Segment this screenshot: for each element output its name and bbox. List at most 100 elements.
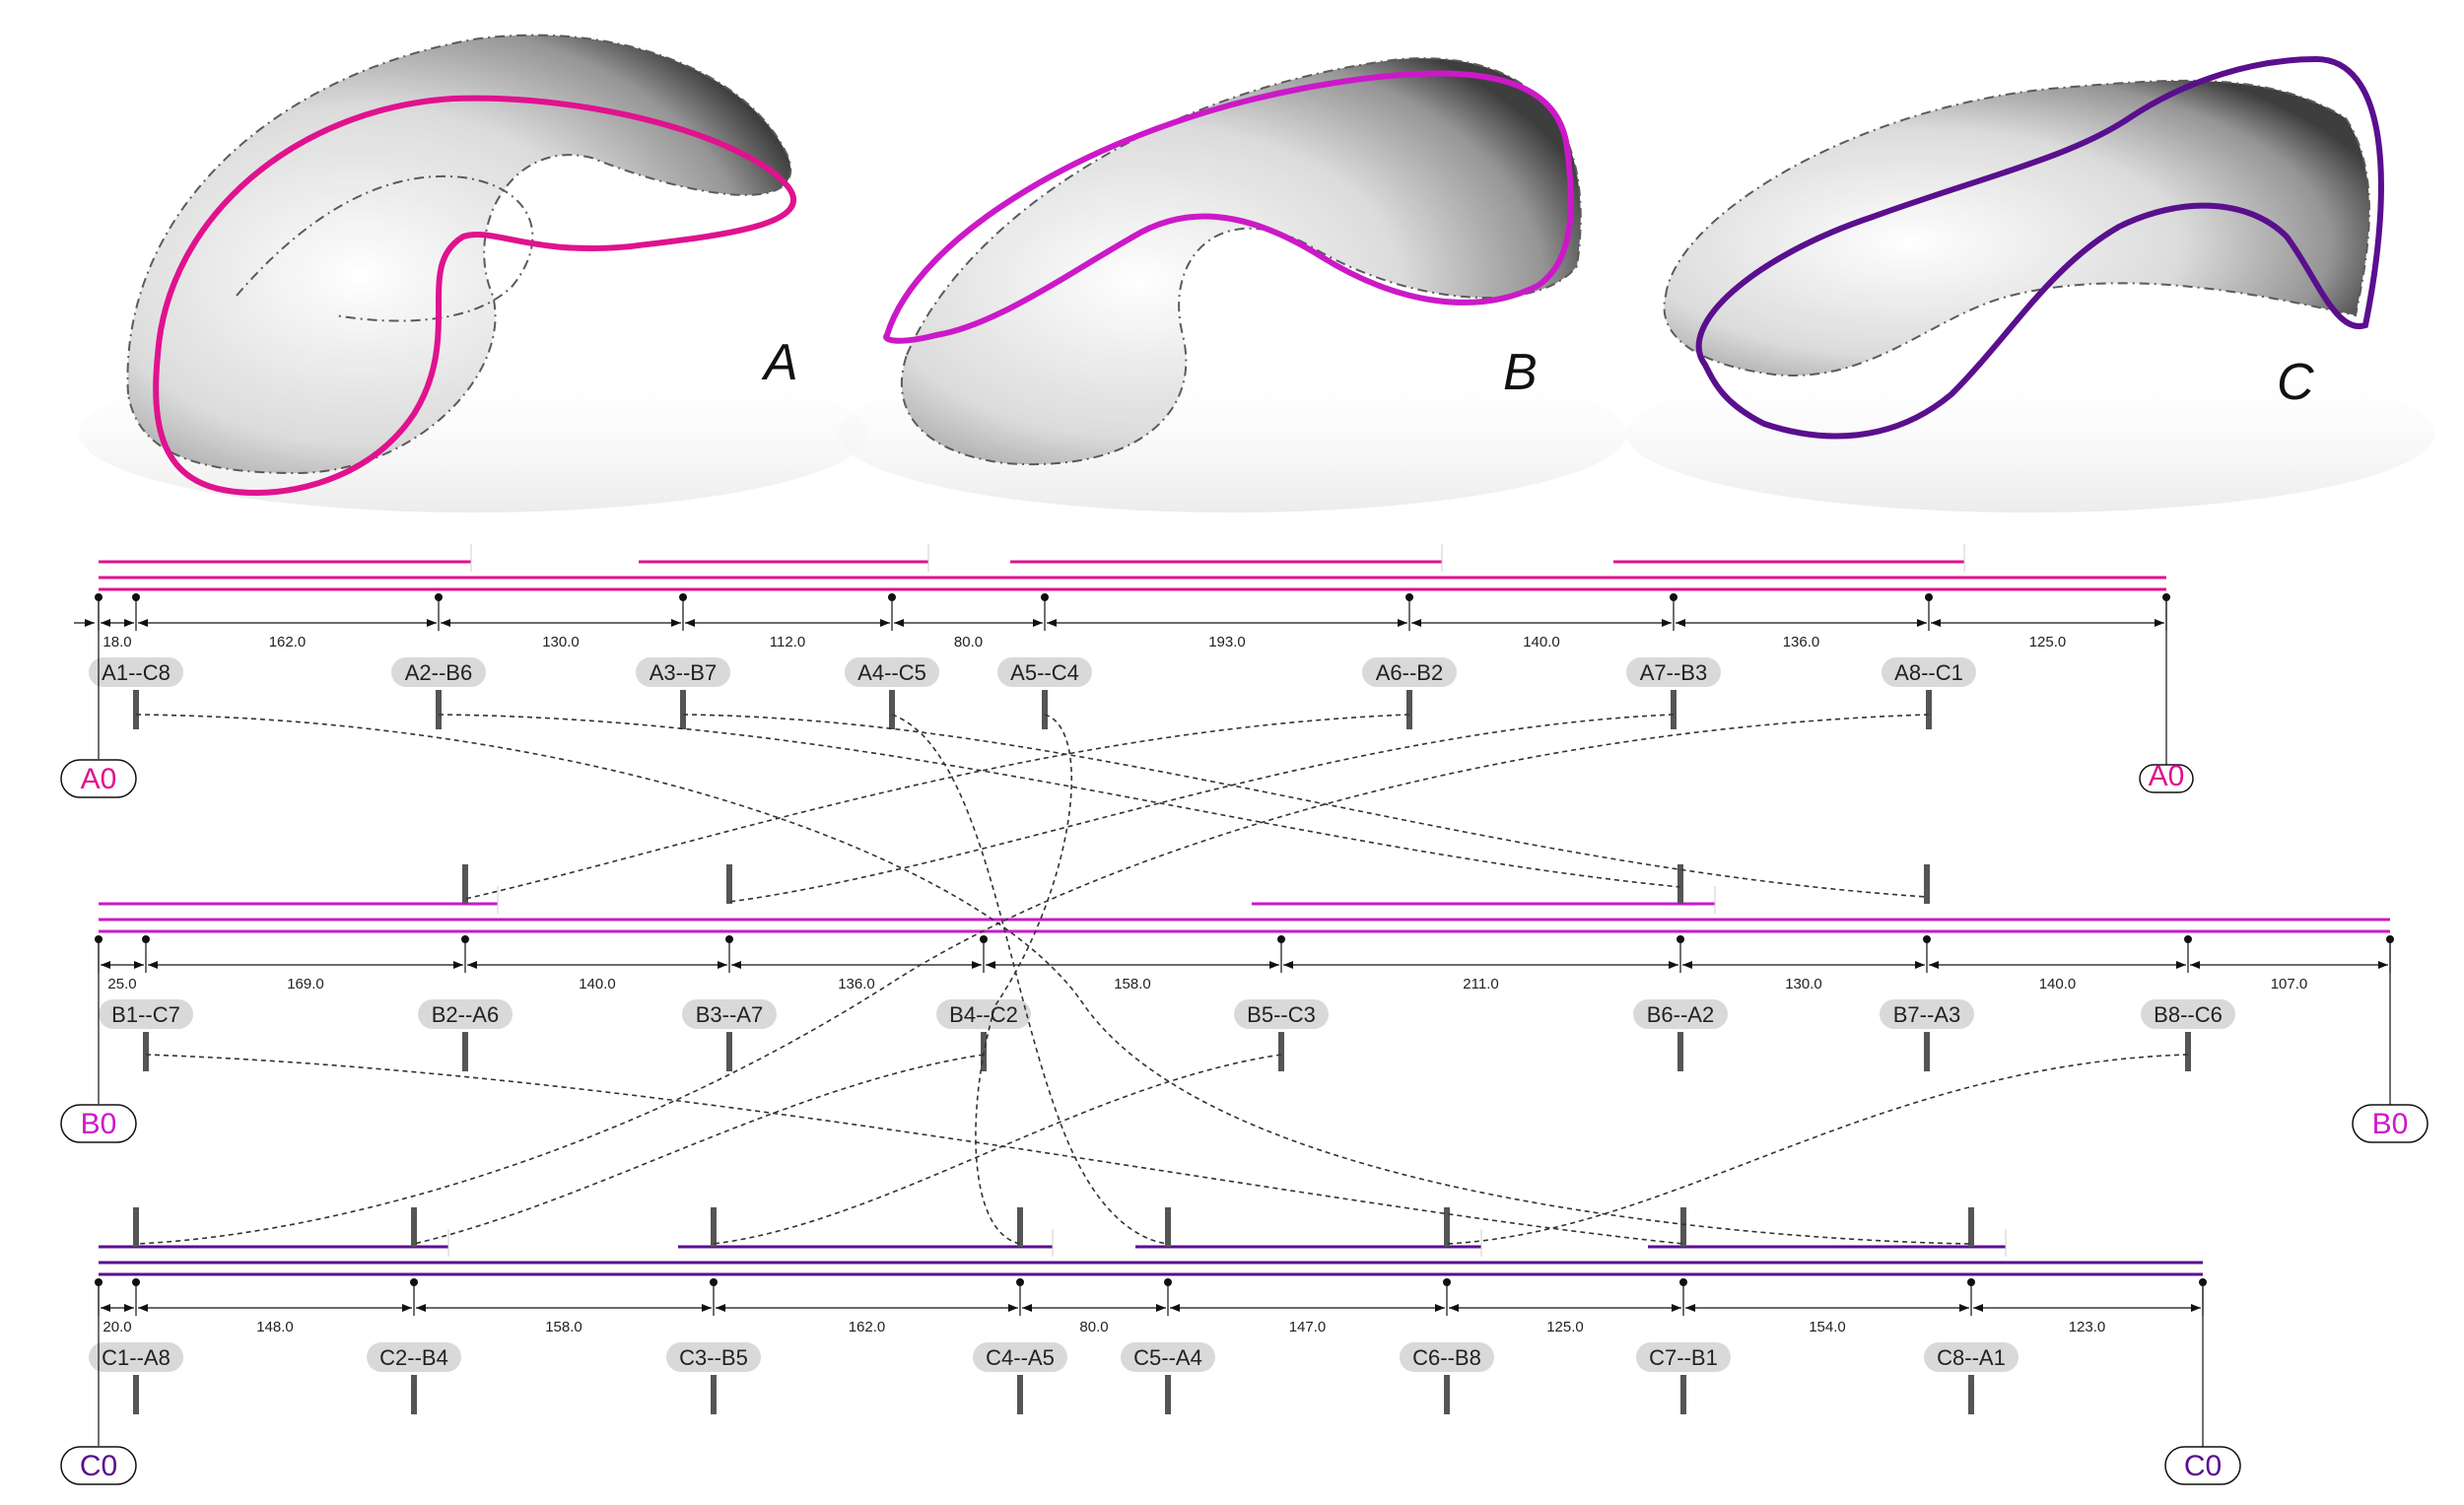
connection-b5-c3 xyxy=(713,1054,1282,1245)
strip-b-tag-2: B2--A6 xyxy=(432,1002,499,1027)
strip-b-dimension-2: 169.0 xyxy=(287,976,324,992)
model-b-shell-surface xyxy=(901,57,1582,466)
model-renderings: A B C xyxy=(79,34,2434,513)
model-b-label: B xyxy=(1503,344,1538,401)
strip-c-tag-5: C5--A4 xyxy=(1133,1345,1202,1370)
strip-a-origin-left: A0 xyxy=(81,763,117,795)
strip-a-tag-3: A3--B7 xyxy=(650,660,717,685)
strip-c-dimension-1: 20.0 xyxy=(103,1319,131,1335)
strip-b-dimension-9: 107.0 xyxy=(2271,976,2308,992)
strip-a-tag-pill-7 xyxy=(1626,657,1721,687)
connection-a5-c4 xyxy=(975,714,1073,1245)
strip-b-dimension-8: 140.0 xyxy=(2039,976,2077,992)
model-c-rendering: C xyxy=(1626,55,2434,513)
model-b-highlight-curve xyxy=(883,70,1574,344)
strip-a-origin-left-pill xyxy=(60,759,137,798)
strip-c-origin-left-pill xyxy=(60,1446,137,1485)
strip-c-tag-pill-2 xyxy=(367,1342,461,1372)
strip-a-tag-7: A7--B3 xyxy=(1640,660,1707,685)
strip-c-tag-pill-4 xyxy=(973,1342,1067,1372)
strip-a-tag-pill-6 xyxy=(1362,657,1457,687)
connection-a1-c8 xyxy=(135,714,1972,1245)
strip-c-tag-pill-7 xyxy=(1636,1342,1731,1372)
strip-c-tag-pill-3 xyxy=(666,1342,761,1372)
strip-b-tag-pill-5 xyxy=(1234,999,1329,1029)
strip-c-dimension-6: 147.0 xyxy=(1289,1319,1327,1335)
strip-b-tag-pill-8 xyxy=(2141,999,2235,1029)
strip-b-origin-right: B0 xyxy=(2372,1108,2409,1140)
strip-b-tag-7: B7--A3 xyxy=(1893,1002,1960,1027)
strip-a-tag-6: A6--B2 xyxy=(1376,660,1443,685)
strip-b-tag-5: B5--C3 xyxy=(1247,1002,1316,1027)
strip-b-origin-right-pill xyxy=(2352,1104,2429,1143)
strip-a-tag-1: A1--C8 xyxy=(102,660,171,685)
strip-c-dimension-8: 154.0 xyxy=(1809,1319,1846,1335)
strip-a-dimension-9: 125.0 xyxy=(2029,634,2067,650)
strip-a-dimension-1: 18.0 xyxy=(103,634,131,650)
strip-c-tag-1: C1--A8 xyxy=(102,1345,171,1370)
strip-b-origin-left-pill xyxy=(60,1104,137,1143)
strip-b-dimension-7: 130.0 xyxy=(1785,976,1822,992)
strip-b-dimension-4: 136.0 xyxy=(838,976,875,992)
strip-c-dimension-4: 162.0 xyxy=(849,1319,886,1335)
strip-b-tag-1: B1--C7 xyxy=(111,1002,180,1027)
connection-a7-b3 xyxy=(728,714,1675,903)
strip-b-tag-pill-7 xyxy=(1880,999,1974,1029)
strip-b-tag-pill-2 xyxy=(418,999,513,1029)
connection-b1-c7 xyxy=(145,1054,1684,1245)
strip-c-tag-6: C6--B8 xyxy=(1412,1345,1481,1370)
strip-b-origin-left: B0 xyxy=(81,1108,117,1140)
strip-a-dimension-3: 130.0 xyxy=(542,634,580,650)
strip-c-origin-right-pill xyxy=(2164,1446,2241,1485)
connection-a4-c5 xyxy=(891,714,1169,1245)
strip-a-tag-pill-8 xyxy=(1882,657,1976,687)
strip-a-dimension-5: 80.0 xyxy=(954,634,983,650)
connection-b4-c2 xyxy=(413,1054,985,1245)
strip-b-tag-pill-4 xyxy=(936,999,1031,1029)
strip-a-dimension-4: 112.0 xyxy=(770,634,805,650)
strip-b-tag-pill-3 xyxy=(682,999,777,1029)
strip-b-dimension-1: 25.0 xyxy=(107,976,136,992)
strip-c-tag-4: C4--A5 xyxy=(986,1345,1055,1370)
strip-b-tag-4: B4--C2 xyxy=(949,1002,1018,1027)
strip-c-tag-8: C8--A1 xyxy=(1937,1345,2006,1370)
strip-a-tag-2: A2--B6 xyxy=(405,660,472,685)
strip-b-tag-6: B6--A2 xyxy=(1647,1002,1714,1027)
strip-a-tag-pill-3 xyxy=(636,657,730,687)
strip-c-dimension-5: 80.0 xyxy=(1079,1319,1108,1335)
model-a-rendering: A xyxy=(79,34,867,513)
strip-a-tag-5: A5--C4 xyxy=(1010,660,1079,685)
strip-c-origin-right: C0 xyxy=(2184,1450,2222,1482)
strip-b-dimension-5: 158.0 xyxy=(1114,976,1151,992)
model-c-highlight-curve xyxy=(1695,55,2384,440)
strip-c-tag-2: C2--B4 xyxy=(379,1345,448,1370)
connection-b8-c6 xyxy=(1446,1054,2189,1245)
model-a-inner-fold xyxy=(236,174,534,322)
strip-a-tag-pill-4 xyxy=(845,657,939,687)
connection-curves xyxy=(135,714,2189,1245)
model-c-floor-shadow xyxy=(1626,355,2434,513)
strip-b-tag-pill-6 xyxy=(1633,999,1728,1029)
model-b-rendering: B xyxy=(838,57,1626,513)
strip-a-dimension-7: 140.0 xyxy=(1523,634,1560,650)
strip-c-tag-pill-6 xyxy=(1400,1342,1494,1372)
strip-c-origin-left: C0 xyxy=(80,1450,117,1482)
strip-a-tag-pill-5 xyxy=(997,657,1092,687)
strip-c-dimension-7: 125.0 xyxy=(1546,1319,1584,1335)
strip-b-tag-pill-1 xyxy=(99,999,193,1029)
connection-a8-c1 xyxy=(135,714,1930,1245)
model-a-label: A xyxy=(761,334,798,391)
strip-c-tag-3: C3--B5 xyxy=(679,1345,748,1370)
strip-c-tag-pill-5 xyxy=(1121,1342,1215,1372)
strip-b-dimension-3: 140.0 xyxy=(579,976,616,992)
strip-c-dimension-2: 148.0 xyxy=(256,1319,294,1335)
model-c-shell-surface xyxy=(1663,79,2370,376)
strip-c-tag-pill-8 xyxy=(1924,1342,2019,1372)
model-c-label: C xyxy=(2277,354,2314,411)
connection-a6-b2 xyxy=(464,714,1410,900)
strip-c-dimension-3: 158.0 xyxy=(545,1319,582,1335)
strip-c-tag-7: C7--B1 xyxy=(1649,1345,1718,1370)
model-a-highlight-curve xyxy=(153,95,796,497)
